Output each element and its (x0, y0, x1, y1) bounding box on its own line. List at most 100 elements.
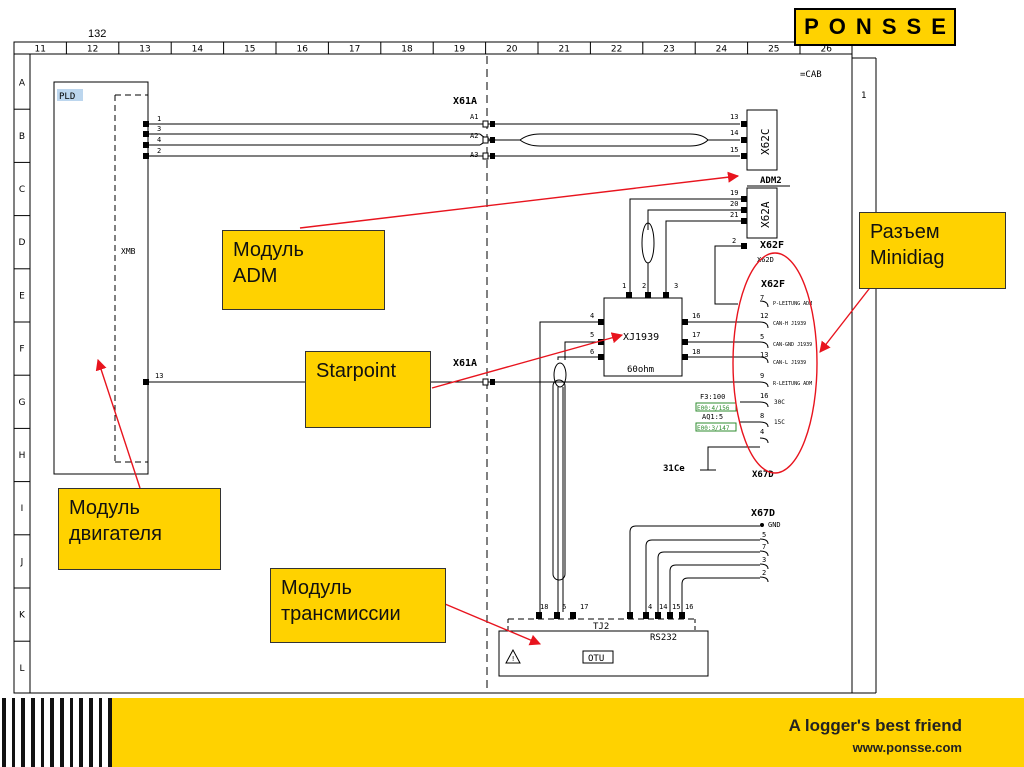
svg-text:4: 4 (157, 136, 161, 144)
column-label: 11 (34, 45, 45, 55)
footer: A logger's best friend www.ponsse.com (0, 698, 1024, 767)
otu-block (498, 630, 709, 677)
aq-ref: E00:3/147 (697, 425, 730, 432)
row-label: D (19, 238, 26, 248)
x61a-bottom-label: X61A (453, 358, 477, 369)
svg-text:CAN-H J1939: CAN-H J1939 (773, 321, 806, 327)
svg-text:13: 13 (155, 372, 163, 380)
svg-text:3: 3 (157, 125, 161, 133)
svg-text:17: 17 (692, 331, 700, 339)
ground-label: 31Ce (663, 464, 685, 474)
callout-starpoint-line1: Starpoint (316, 360, 397, 382)
x62f-top-label: X62F (760, 240, 784, 251)
svg-text:!: ! (511, 655, 515, 663)
x62c-pins: 13 14 15 (730, 113, 747, 159)
right-marker: 1 (861, 91, 866, 101)
row-label: B (19, 132, 25, 142)
f3-ref: E00:4/156 (697, 405, 730, 412)
svg-text:16: 16 (692, 312, 700, 320)
x62a-pins: 19 20 21 (730, 189, 747, 224)
svg-text:2: 2 (732, 237, 736, 245)
row-label: L (19, 664, 24, 674)
row-label: J (20, 557, 24, 567)
x67d-pins: 5 7 3 2 (759, 531, 769, 583)
pld-label: PLD (59, 92, 75, 102)
callout-transmission-line2: трансмиссии (281, 603, 401, 625)
callout-adm-line1: Модуль (233, 239, 304, 261)
xj1939-label: XJ1939 (623, 332, 659, 343)
svg-text:3: 3 (762, 556, 766, 564)
column-label: 13 (139, 45, 150, 55)
svg-text:12: 12 (760, 312, 768, 320)
top-wires (149, 123, 740, 157)
logo-letter: E (931, 14, 946, 39)
footer-website: www.ponsse.com (852, 740, 962, 755)
column-label: 22 (611, 45, 622, 55)
logo-letter: S (881, 14, 897, 39)
logo-letter: N (855, 14, 872, 39)
tj2-label: TJ2 (593, 622, 609, 632)
callout-starpoint: Starpoint (305, 351, 431, 428)
column-label: 18 (401, 45, 413, 55)
column-label: 14 (192, 45, 204, 55)
xj1939-pins: 1 2 3 4 5 6 16 17 18 (590, 282, 700, 360)
svg-text:7: 7 (762, 543, 766, 551)
column-label: 17 (349, 45, 360, 55)
svg-text:2: 2 (762, 569, 766, 577)
svg-text:13: 13 (760, 351, 768, 359)
svg-text:9: 9 (760, 372, 764, 380)
annotation-arrows (95, 171, 877, 646)
footer-slogan: A logger's best friend (788, 716, 962, 735)
svg-text:15: 15 (672, 603, 680, 611)
arrow-starpoint (431, 332, 624, 389)
svg-text:16: 16 (685, 603, 693, 611)
callout-engine-line2: двигателя (69, 523, 162, 545)
rs232-label: RS232 (650, 633, 677, 643)
svg-text:5: 5 (760, 333, 764, 341)
svg-text:8: 8 (760, 412, 764, 420)
warning-icon (505, 648, 521, 664)
footer-band: A logger's best friend www.ponsse.com (112, 698, 1024, 767)
row-label: I (21, 504, 24, 514)
x61a-top-connectors: X61A A1 A2 A3 (453, 96, 495, 160)
ohm-label: 60ohm (627, 365, 654, 375)
svg-text:4: 4 (590, 312, 594, 320)
pld-label-bg (57, 89, 83, 101)
svg-text:3: 3 (674, 282, 678, 290)
otu-label: OTU (588, 654, 604, 664)
column-label: 19 (454, 45, 466, 55)
x67d-top-label: X67D (752, 470, 774, 480)
x61a-top-label: X61A (453, 96, 477, 107)
svg-text:17: 17 (580, 603, 588, 611)
column-label: 26 (820, 45, 832, 55)
logo-letter: O (828, 14, 846, 39)
arrow-minidiag (819, 279, 877, 353)
x62d-label: X62D (757, 256, 774, 264)
svg-text:5: 5 (762, 531, 766, 539)
row-label: E (19, 291, 25, 301)
x62a-wires (629, 198, 741, 305)
otu-label-box (582, 650, 614, 664)
row-label: G (19, 398, 26, 408)
column-label: 16 (296, 45, 308, 55)
svg-text:A1: A1 (470, 113, 478, 121)
row-label: K (19, 611, 26, 621)
svg-text:20: 20 (730, 200, 738, 208)
x62f-label: X62F (761, 279, 785, 290)
column-label: 21 (558, 45, 569, 55)
row-label: C (19, 185, 25, 195)
logo-letter: S (906, 14, 922, 39)
x62f-pins: 7 P-LEITUNG ADM 12 CAN-H J1939 5 CAN-GND… (740, 294, 812, 444)
svg-text:A2: A2 (470, 132, 478, 140)
aq-label: AQ1:5 (702, 413, 723, 421)
minidiag-highlight-ellipse (732, 252, 818, 474)
svg-text:18: 18 (540, 603, 548, 611)
logo-letter: P (804, 14, 819, 39)
callout-minidiag-line2: Minidiag (870, 247, 945, 269)
svg-text:CAN-GND J1939: CAN-GND J1939 (773, 342, 812, 348)
callout-transmission-line1: Модуль (281, 577, 352, 599)
svg-text:R-LEITUNG ADM: R-LEITUNG ADM (773, 381, 812, 387)
svg-text:4: 4 (760, 428, 764, 436)
